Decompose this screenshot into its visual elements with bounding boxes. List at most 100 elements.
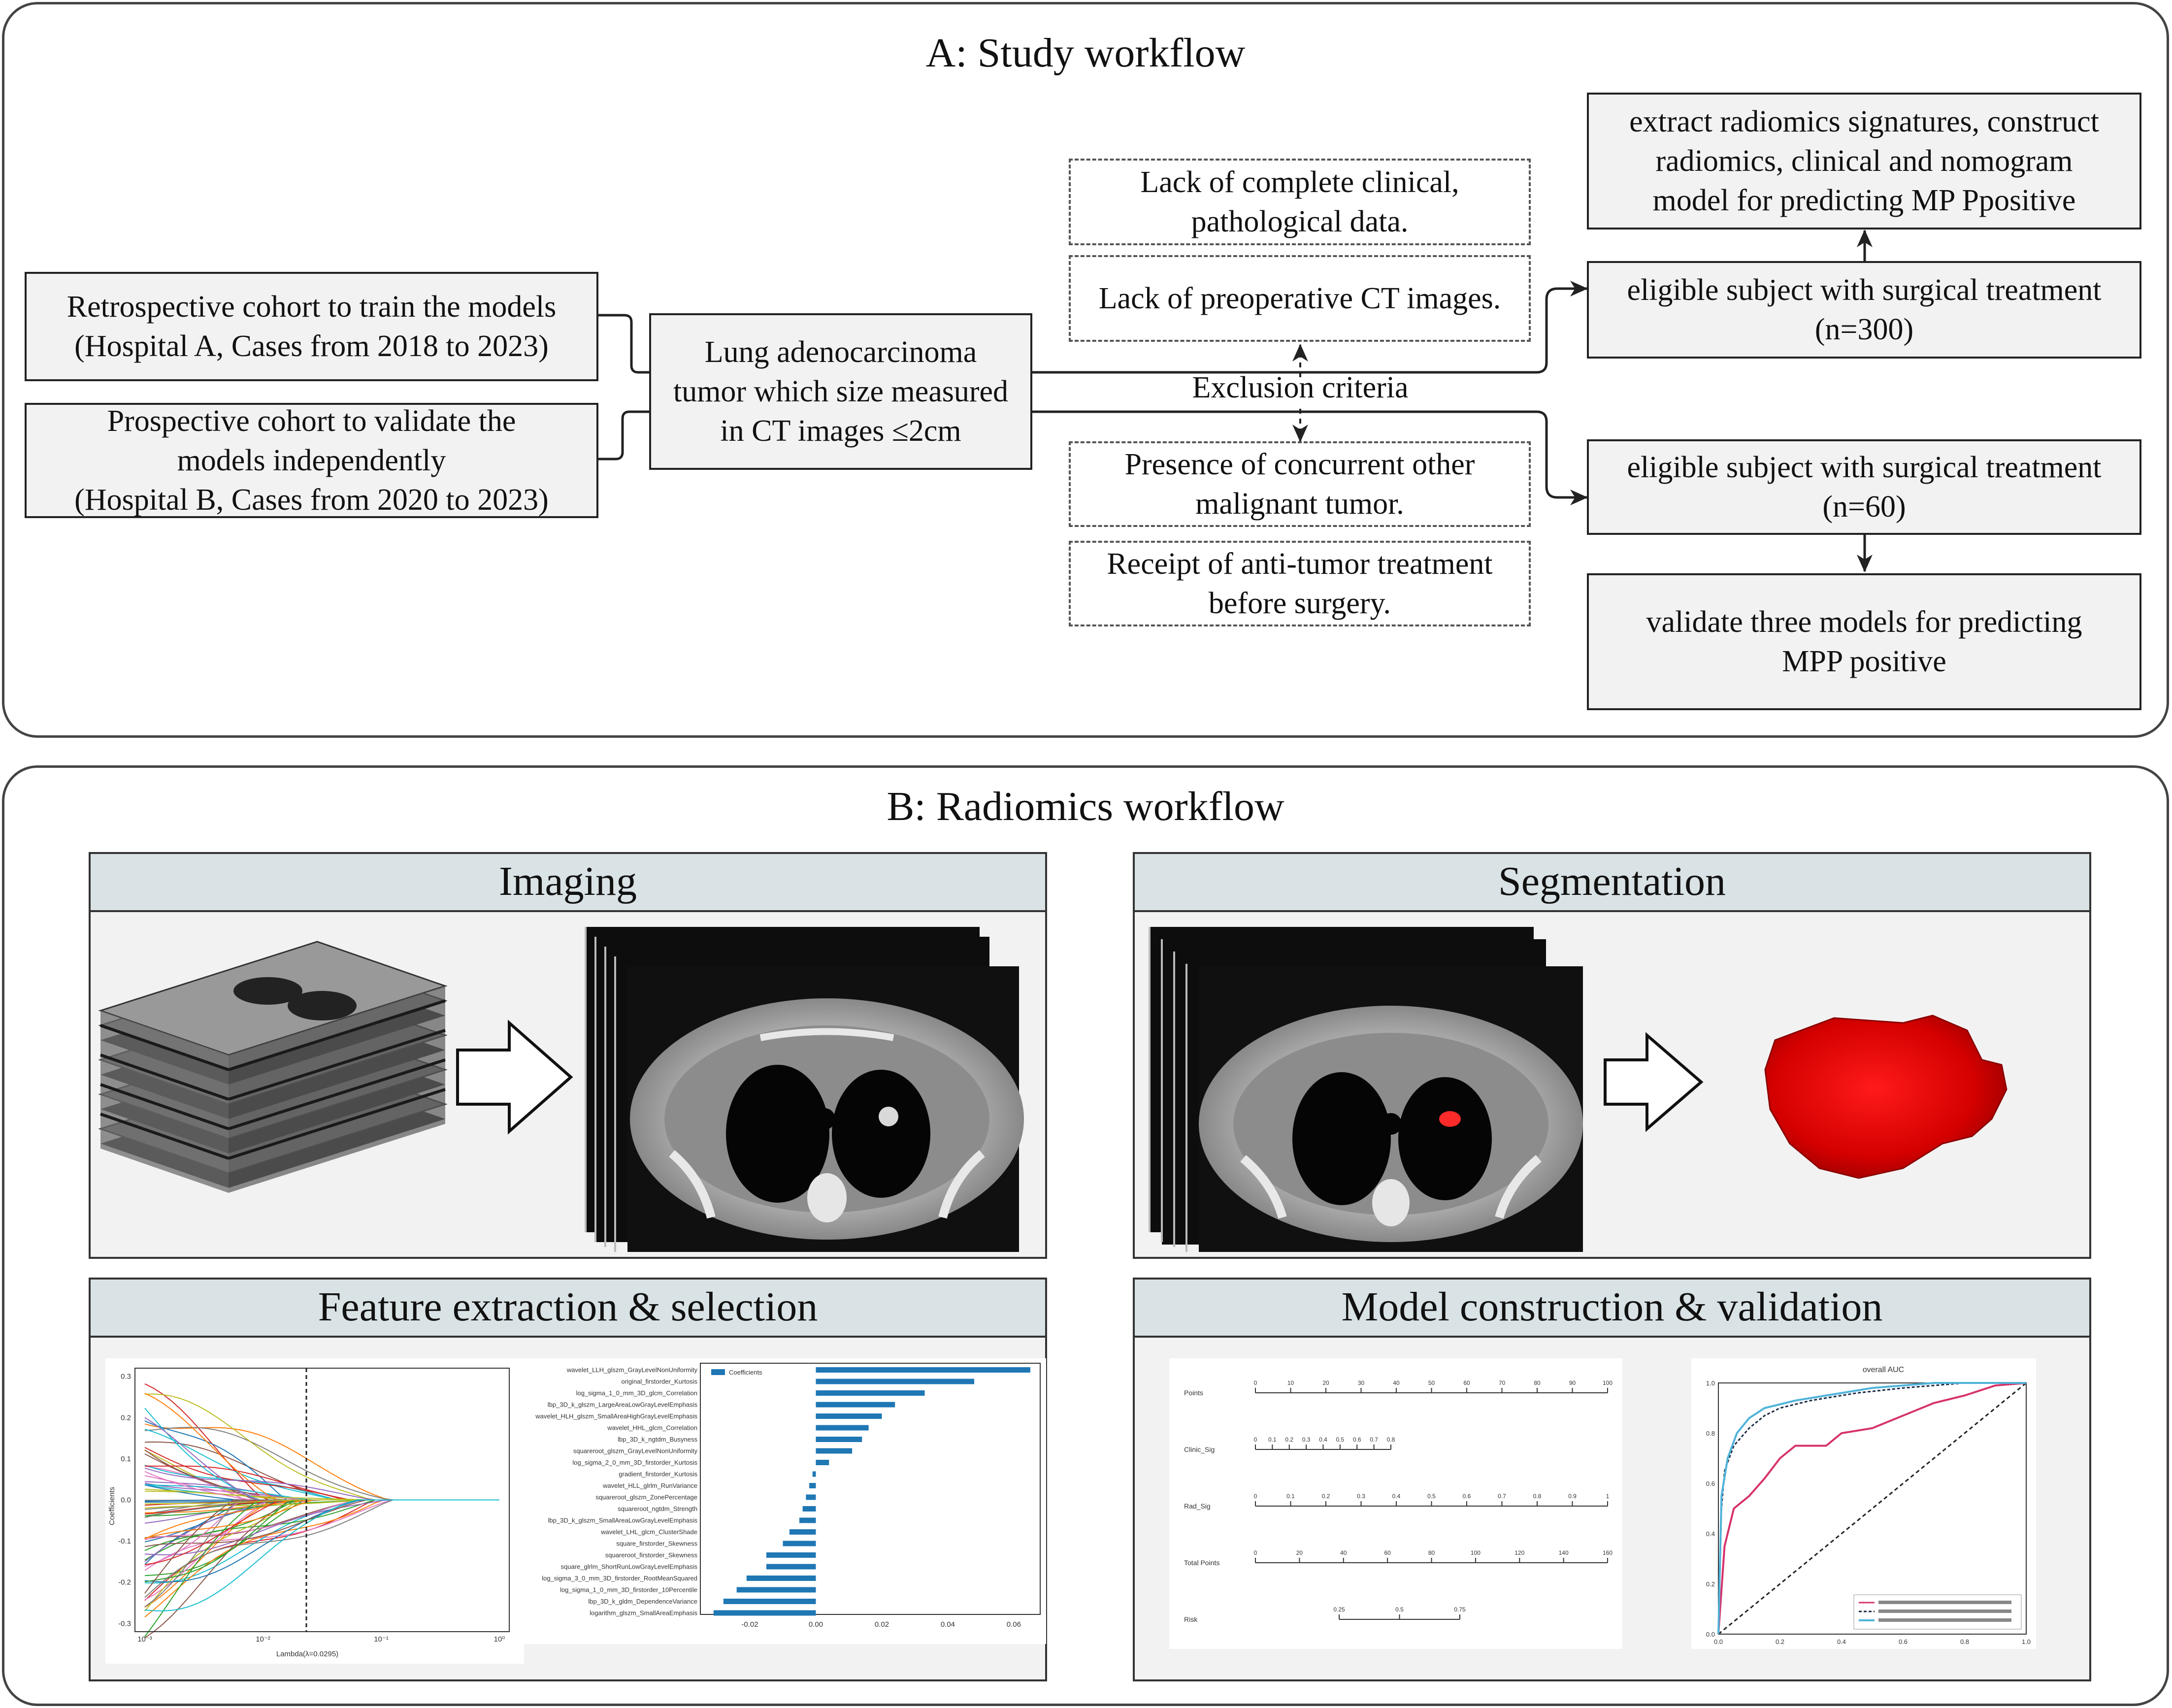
nomogram-tick-label: 0.25 <box>1333 1606 1345 1613</box>
coef-feature-label: lbp_3D_k_glszm_LargeAreaLowGrayLevelEmph… <box>548 1401 698 1409</box>
exclusion-criteria-label: Exclusion criteria <box>1192 371 1409 404</box>
coef-feature-label: log_sigma_1_0_mm_3D_firstorder_10Percent… <box>560 1586 697 1594</box>
coef-bar <box>809 1483 816 1488</box>
tumor-line-1: Lung adenocarcinoma <box>704 335 977 369</box>
coef-xtick: 0.02 <box>875 1620 889 1629</box>
coef-xtick: -0.02 <box>741 1620 758 1629</box>
nomogram-tick-label: 20 <box>1322 1380 1329 1386</box>
excl1-line-2: pathological data. <box>1191 205 1409 238</box>
nomogram-row-label: Rad_Sig <box>1184 1502 1211 1510</box>
eligible-validate-box: eligible subject with surgical treatment… <box>1587 439 2141 535</box>
coef-feature-label: square_glrlm_ShortRunLowGrayLevelEmphasi… <box>561 1563 698 1571</box>
elig1-line-2: (n=300) <box>1814 313 1914 346</box>
roc-ytick: 0.4 <box>1706 1530 1715 1538</box>
coef-bar <box>783 1541 816 1546</box>
tumor-criteria-box: Lung adenocarcinoma tumor which size meas… <box>649 313 1032 470</box>
volume-stack <box>98 941 448 1193</box>
nomogram-row-label: Total Points <box>1184 1559 1219 1567</box>
nomogram-tick-label: 0.3 <box>1357 1493 1365 1500</box>
roc-xtick: 0.2 <box>1776 1638 1784 1645</box>
nomogram-tick-label: 1 <box>1606 1493 1610 1500</box>
nomogram-tick-label: 0.3 <box>1302 1436 1311 1443</box>
panel-b-title: B: Radiomics workflow <box>887 784 1284 829</box>
flow-connectors <box>598 230 1873 572</box>
coef-feature-label: wavelet_HHL_glcm_Correlation <box>607 1424 697 1432</box>
validate-line-1: validate three models for predicting <box>1646 605 2082 639</box>
coef-bar <box>816 1402 895 1408</box>
lasso-xtick: 10⁻³ <box>137 1635 152 1643</box>
nomogram-tick-label: 0 <box>1254 1493 1257 1500</box>
excl3-line-2: malignant tumor. <box>1195 487 1404 521</box>
roc-xtick: 0.4 <box>1837 1638 1846 1645</box>
coef-bar <box>816 1425 869 1431</box>
lasso-ytick: -0.2 <box>118 1578 131 1587</box>
exclusion-box-4: Receipt of anti-tumor treatment before su… <box>1069 541 1531 626</box>
nomogram-row-label: Points <box>1184 1389 1203 1397</box>
coef-bar <box>746 1576 816 1581</box>
coef-feature-label: lbp_3D_k_glszm_SmallAreaLowGrayLevelEmph… <box>548 1517 698 1524</box>
segmentation-panel: Segmentation <box>1133 852 2091 1259</box>
coef-xtick: 0.06 <box>1007 1620 1021 1629</box>
roc-ytick: 0.2 <box>1706 1580 1715 1588</box>
nomogram-tick-label: 0.8 <box>1387 1436 1395 1443</box>
nomogram-tick-label: 0.7 <box>1498 1493 1506 1500</box>
coef-bar <box>723 1599 816 1604</box>
coef-feature-label: wavelet_HLL_glrlm_RunVariance <box>602 1482 697 1489</box>
nomogram-tick-label: 50 <box>1428 1380 1435 1386</box>
nomogram-tick-label: 0 <box>1254 1549 1257 1556</box>
coef-xtick: 0.00 <box>809 1620 823 1629</box>
coef-feature-label: square_firstorder_Skewness <box>616 1540 697 1547</box>
lasso-ytick: 0.3 <box>121 1373 131 1381</box>
roc-xtick: 1.0 <box>2022 1638 2031 1645</box>
nomogram-tick-label: 160 <box>1603 1549 1613 1556</box>
coef-bar <box>816 1460 829 1465</box>
elig1-line-1: eligible subject with surgical treatment <box>1627 273 2102 307</box>
coefficient-bar-chart: wavelet_LLH_glszm_GrayLevelNonUniformity… <box>524 1358 1046 1644</box>
coef-bar <box>816 1390 925 1396</box>
coef-feature-label: squareroot_firstorder_Skewness <box>605 1551 698 1559</box>
nomogram-tick-label: 40 <box>1393 1380 1400 1386</box>
imaging-illustration <box>98 927 1024 1252</box>
nomogram-tick-label: 10 <box>1287 1380 1294 1386</box>
nomogram-tick-label: 60 <box>1463 1380 1470 1386</box>
eligible-train-box: eligible subject with surgical treatment… <box>1587 261 2141 359</box>
elig2-line-1: eligible subject with surgical treatment <box>1627 451 2102 484</box>
nomogram-tick-label: 0 <box>1254 1436 1257 1443</box>
nomogram-tick-label: 0.9 <box>1568 1493 1577 1500</box>
tumor-line-2: tumor which size measured <box>673 375 1009 408</box>
exclusion-box-2: Lack of preoperative CT images. <box>1069 255 1531 342</box>
nomogram-tick-label: 0 <box>1254 1380 1257 1386</box>
imaging-arrow-icon <box>456 1019 573 1135</box>
coef-legend: Coefficients <box>729 1369 762 1376</box>
roc-ytick: 0.6 <box>1706 1480 1715 1487</box>
coef-bar <box>802 1506 816 1511</box>
segmentation-illustration <box>1149 927 2007 1252</box>
elig2-line-2: (n=60) <box>1822 490 1906 524</box>
coef-feature-label: wavelet_LLH_glszm_GrayLevelNonUniformity <box>566 1366 698 1374</box>
coef-bar <box>789 1529 816 1535</box>
tumor-line-3: in CT images ≤2cm <box>720 414 961 448</box>
lasso-xlabel: Lambda(λ=0.0295) <box>276 1650 338 1658</box>
coef-feature-label: log_sigma_2_0_mm_3D_firstorder_Kurtosis <box>572 1459 697 1466</box>
lasso-ytick: 0.0 <box>121 1496 131 1505</box>
nomogram-row-label: Clinic_Sig <box>1184 1445 1215 1453</box>
roc-xtick: 0.0 <box>1714 1638 1723 1645</box>
coef-feature-label: lbp_3D_k_ngtdm_Busyness <box>618 1436 697 1443</box>
coef-feature-label: wavelet_LHL_glcm_ClusterShade <box>600 1528 697 1536</box>
excl3-line-1: Presence of concurrent other <box>1124 448 1475 481</box>
tumor-3d-model <box>1764 1015 2007 1179</box>
nomogram-tick-label: 70 <box>1499 1380 1506 1386</box>
segmentation-arrow-icon <box>1604 1032 1704 1132</box>
excl4-line-2: before surgery. <box>1208 587 1391 620</box>
nomogram-tick-label: 0.5 <box>1427 1493 1436 1500</box>
coef-bar <box>799 1517 816 1523</box>
excl4-line-1: Receipt of anti-tumor treatment <box>1107 547 1493 581</box>
roc-xtick: 0.8 <box>1960 1638 1969 1645</box>
coef-feature-label: logarithm_glszm_SmallAreaEmphasis <box>590 1609 697 1617</box>
